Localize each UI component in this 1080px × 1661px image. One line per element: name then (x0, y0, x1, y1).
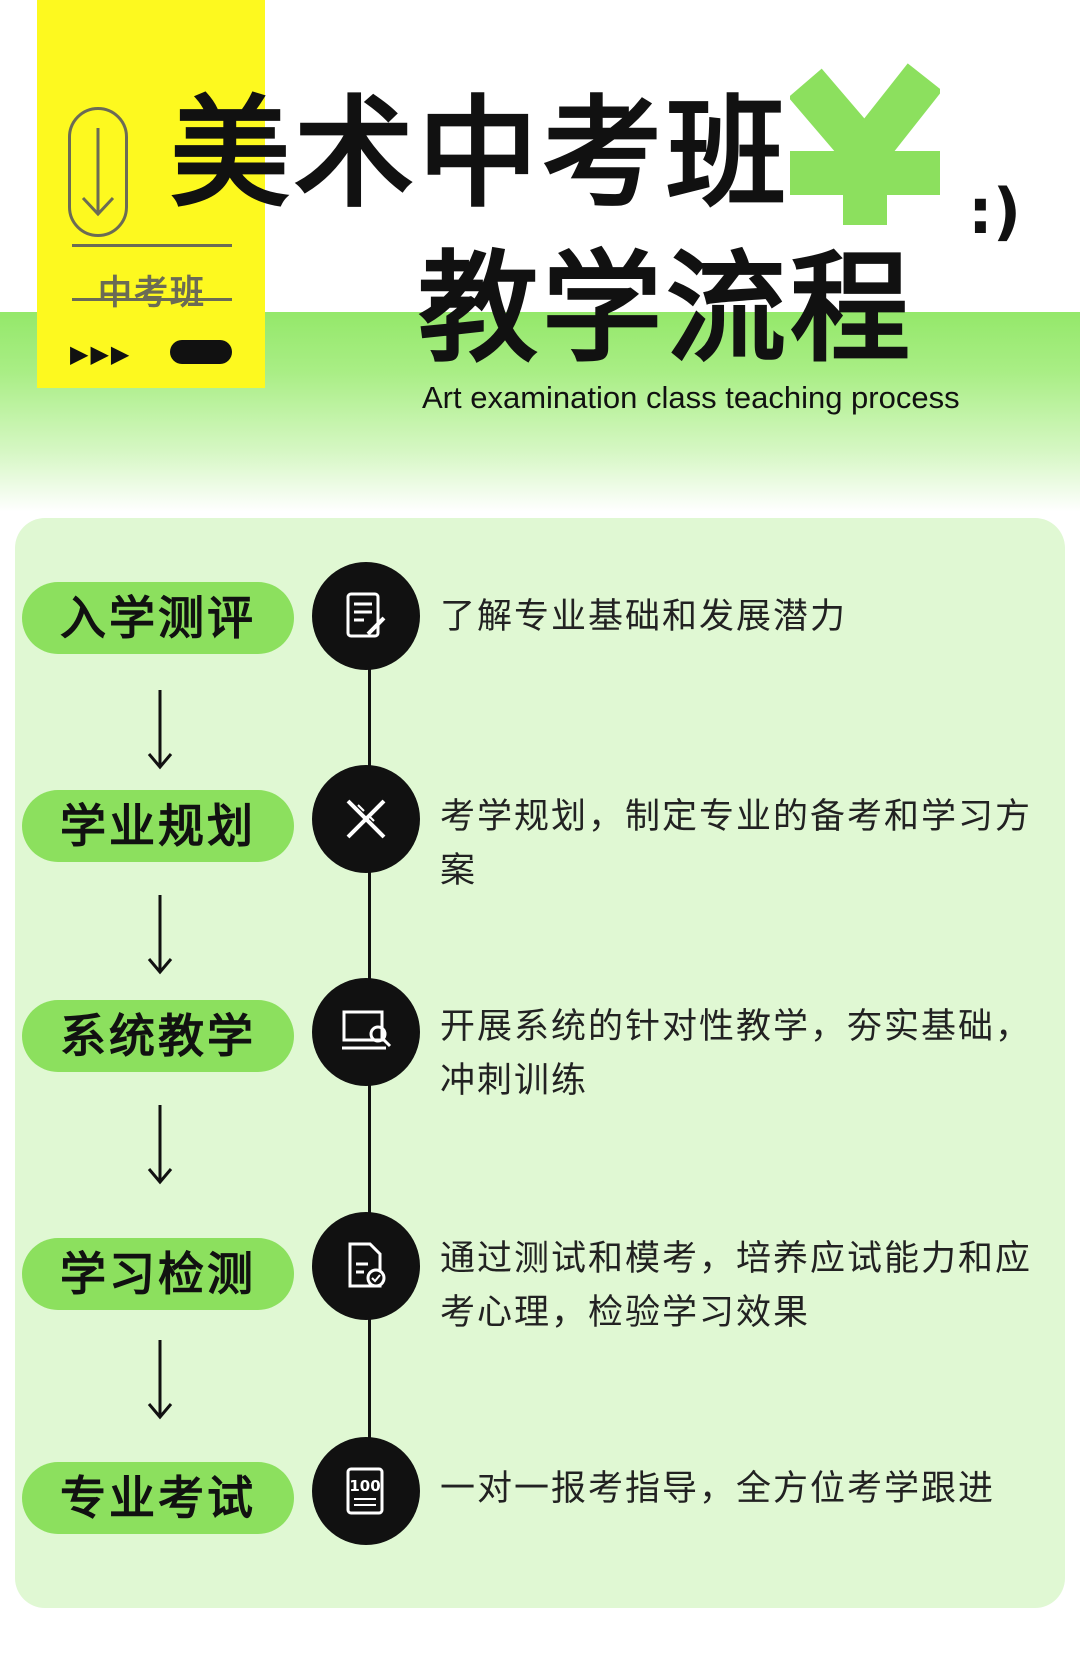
down-arrow-icon (147, 1340, 173, 1420)
svg-text:100: 100 (349, 1477, 380, 1495)
green-asterisk-icon (790, 63, 940, 225)
teaching-board-icon (342, 1010, 392, 1050)
down-arrow-icon (147, 1105, 173, 1185)
step-description: 开展系统的针对性教学，夯实基础，冲刺训练 (440, 1007, 1033, 1101)
tag-label: 中考班 (98, 273, 206, 313)
step-icon-circle (312, 765, 420, 873)
step-label-pill: 系统教学 (22, 1000, 294, 1072)
step-label-pill: 专业考试 (22, 1462, 294, 1534)
document-check-icon (348, 1242, 386, 1288)
step-label-pill: 入学测评 (22, 582, 294, 654)
play-arrows-icon: ▶▶▶ (70, 340, 132, 368)
step-icon-circle (312, 1212, 420, 1320)
smiley-text: :) (968, 175, 1022, 248)
step-label-pill: 学习检测 (22, 1238, 294, 1310)
step-description: 一对一报考指导，全方位考学跟进 (440, 1469, 996, 1509)
category-tag-box (37, 0, 265, 388)
ruler-pencil-icon (346, 799, 386, 839)
document-edit-icon (346, 592, 386, 638)
down-arrow-icon (147, 690, 173, 770)
tag-divider-top (72, 244, 232, 247)
page-subtitle: Art examination class teaching process (422, 380, 960, 415)
score-100-icon: 100 (346, 1467, 384, 1515)
step-icon-circle: 100 (312, 1437, 420, 1545)
tag-pill-decoration (170, 340, 232, 364)
step-icon-circle (312, 562, 420, 670)
page-title-line1: 美术中考班 (170, 85, 790, 224)
step-description: 了解专业基础和发展潜力 (440, 597, 848, 637)
step-label-pill: 学业规划 (22, 790, 294, 862)
step-icon-circle (312, 978, 420, 1086)
step-description: 考学规划，制定专业的备考和学习方案 (440, 797, 1033, 891)
step-description: 通过测试和模考，培养应试能力和应考心理，检验学习效果 (440, 1239, 1033, 1333)
tag-divider-bottom (72, 298, 232, 301)
down-arrow-icon (147, 895, 173, 975)
down-arrow-capsule-icon (68, 107, 128, 237)
page-title-line2: 教学流程 (418, 240, 914, 379)
